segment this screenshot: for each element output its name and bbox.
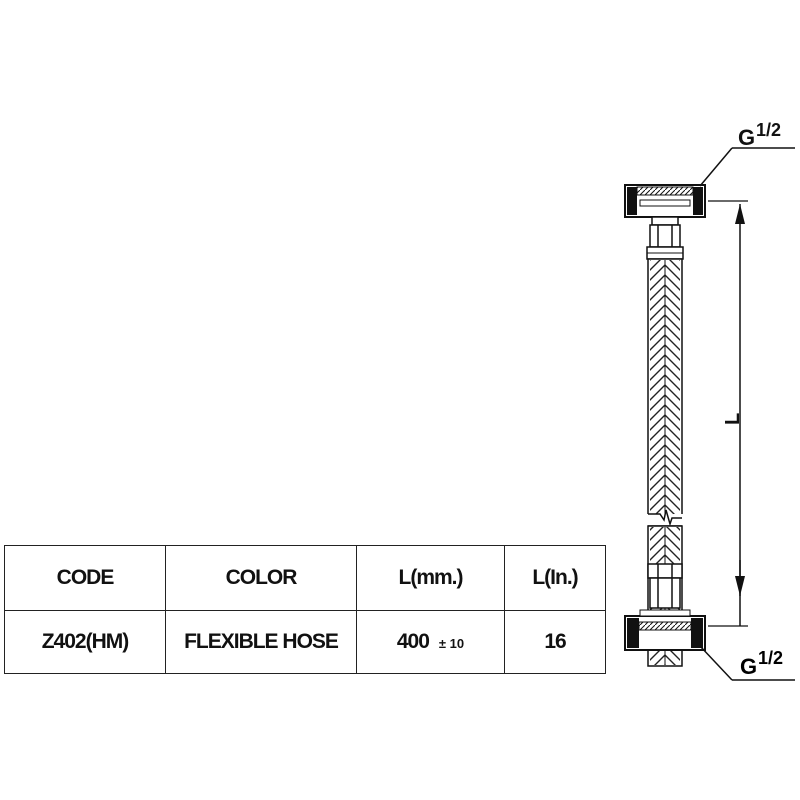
top-thread-label: G: [738, 125, 755, 150]
bottom-neck: [647, 563, 683, 609]
bottom-thread-callout: G 1/2: [699, 645, 795, 681]
bottom-thread-label: G: [740, 654, 757, 679]
top-thread-callout: G 1/2: [699, 120, 795, 187]
header-color: COLOR: [165, 545, 357, 611]
bottom-nut-body: [624, 609, 706, 651]
cell-length-mm: 400 ± 10: [356, 610, 505, 674]
top-thread-fraction: 1/2: [756, 120, 781, 140]
top-fitting: [646, 216, 684, 260]
top-nut: [624, 184, 706, 218]
dimension-l: L: [708, 200, 748, 596]
table-header-row: CODE COLOR L(mm.) L(In.): [4, 545, 606, 611]
arrow-up-icon: [735, 204, 745, 224]
header-length-in: L(In.): [504, 545, 606, 611]
cell-color: FLEXIBLE HOSE: [165, 610, 357, 674]
tolerance-value: ± 10: [438, 636, 465, 651]
bottom-thread-fraction: 1/2: [758, 648, 783, 668]
header-length-mm: L(mm.): [356, 545, 505, 611]
table-row: Z402(HM) FLEXIBLE HOSE 400 ± 10 16: [4, 610, 606, 674]
header-code: CODE: [4, 545, 166, 611]
length-mm-value: 400: [396, 630, 430, 653]
cell-code: Z402(HM): [4, 610, 166, 674]
braided-hose-upper: [647, 258, 683, 516]
spec-table: CODE COLOR L(mm.) L(In.) Z402(HM) FLEXIB…: [4, 545, 606, 674]
dimension-label: L: [722, 413, 744, 425]
cell-length-in: 16: [504, 610, 606, 674]
bottom-assembly: G 1/2: [624, 560, 795, 681]
